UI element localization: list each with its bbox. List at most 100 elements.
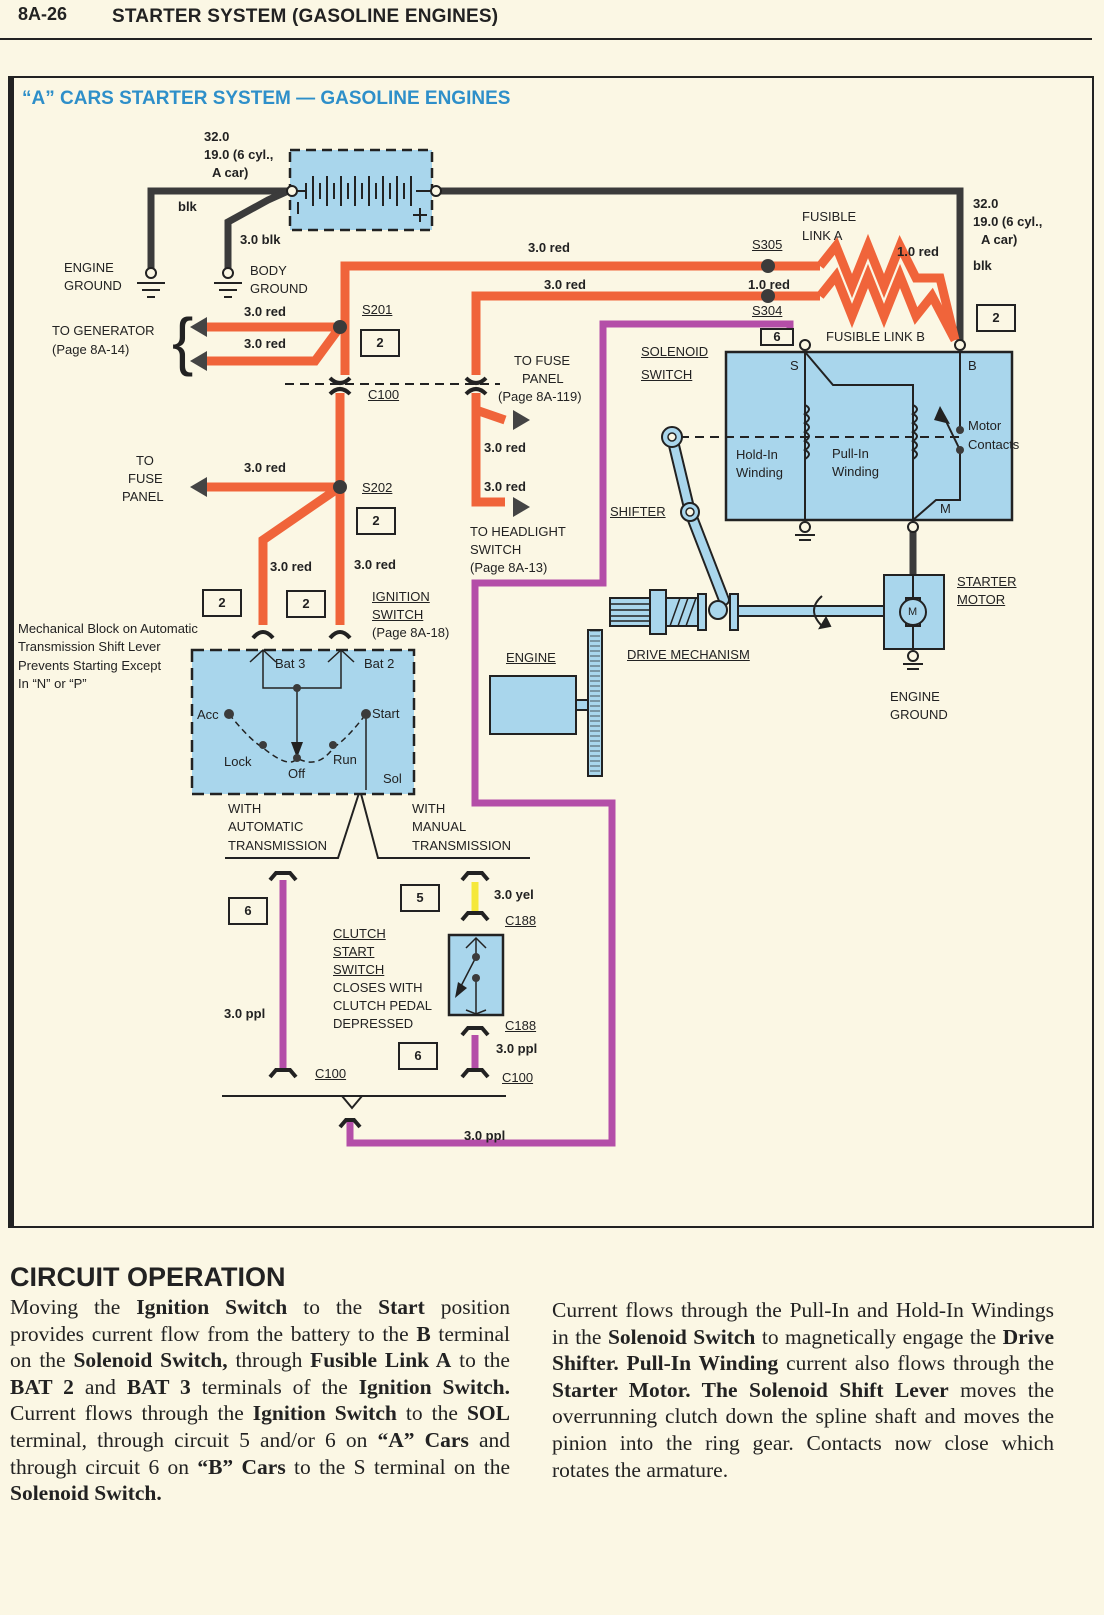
wire-label-fuse-left: 3.0 red — [244, 460, 286, 475]
circuit-box-6c: 6 — [760, 328, 794, 346]
drive-mechanism-label: DRIVE MECHANISM — [627, 647, 750, 662]
terminal-b: B — [968, 358, 977, 373]
splice-label-s202: S202 — [362, 480, 393, 495]
wire-label-main-red: 3.0 red — [528, 240, 570, 255]
to-generator-label-1: TO GENERATOR — [52, 323, 155, 338]
to-fuse-panel-label-2: PANEL — [522, 371, 564, 386]
splice-s304 — [761, 289, 775, 303]
motor-contacts-2: Contacts — [968, 437, 1020, 452]
wire-label-ppl-main: 3.0 ppl — [464, 1128, 506, 1143]
fuse-panel-arrow — [190, 477, 207, 497]
diagram-frame — [8, 76, 1094, 1228]
auto-trans-3: TRANSMISSION — [228, 838, 327, 853]
circuit-box-5: 5 — [400, 884, 440, 912]
bold-term: Ignition Switch — [136, 1295, 288, 1319]
shifter-label: SHIFTER — [610, 504, 666, 519]
terminal-s: S — [790, 358, 799, 373]
ign-start: Start — [372, 706, 400, 721]
right-gauge-1: 32.0 — [973, 196, 999, 211]
main-red-feed — [340, 261, 820, 375]
to-fuse-panel-label-1: TO FUSE — [514, 353, 571, 368]
circuit-operation-title: CIRCUIT OPERATION — [10, 1262, 286, 1292]
starter-motor-label-2: MOTOR — [957, 592, 1006, 607]
fusible-link-a-1: FUSIBLE — [802, 209, 857, 224]
circuit-operation-right-paragraph: Current flows through the Pull-In and Ho… — [552, 1298, 1055, 1482]
mech-block-note-1: Mechanical Block on Automatic — [18, 621, 198, 636]
purple-wires — [279, 320, 794, 1147]
body-ground-label-1: BODY — [250, 263, 287, 278]
solenoid-label-1: SOLENOID — [641, 344, 709, 359]
mech-block-note-3: Prevents Starting Except — [18, 658, 162, 673]
battery-gauge-2: 19.0 (6 cyl., — [204, 147, 274, 162]
right-blk: blk — [973, 258, 992, 273]
bold-term: “A” Cars — [377, 1427, 469, 1452]
ign-off: Off — [288, 766, 306, 781]
bold-term: Solenoid Switch. — [10, 1481, 162, 1506]
ignition-switch-label-3: (Page 8A-18) — [372, 625, 450, 640]
hold-in-2: Winding — [736, 465, 783, 480]
ignition-switch-label-2: SWITCH — [372, 607, 424, 622]
clutch-label-2: START — [333, 944, 375, 959]
pull-in-2: Winding — [832, 464, 879, 479]
bold-term: B — [416, 1321, 431, 1346]
auto-trans-1: WITH — [228, 801, 262, 816]
splice-label-s305: S305 — [752, 237, 783, 252]
connector-icons — [251, 376, 488, 640]
to-fuse-panel-label-3: (Page 8A-119) — [498, 389, 582, 404]
motor-contacts-1: Motor — [968, 418, 1002, 433]
page-title: STARTER SYSTEM (GASOLINE ENGINES) — [112, 6, 499, 27]
splice-s305 — [761, 259, 775, 273]
fusible-link-a — [816, 233, 960, 342]
bold-term: BAT 2 — [10, 1374, 74, 1399]
solenoid-switch-body — [680, 339, 1014, 541]
pull-in-1: Pull-In — [832, 446, 869, 461]
headlight-label-2: SWITCH — [470, 542, 522, 557]
circuit-box-6b: 6 — [398, 1042, 438, 1070]
manual-trans-3: TRANSMISSION — [412, 838, 511, 853]
bold-term: SOL — [466, 1401, 510, 1426]
engine-ground-label-2: GROUND — [64, 278, 122, 293]
ign-lock: Lock — [224, 754, 252, 769]
bold-term: “B” Cars — [197, 1454, 286, 1479]
wire-label-link-b: 1.0 red — [748, 277, 790, 292]
ignition-switch-body — [190, 648, 416, 796]
circuit-box-2a: 2 — [360, 329, 400, 357]
lower-connectors — [268, 871, 490, 1129]
starter-ground-2: GROUND — [890, 707, 948, 722]
body-ground-label-2: GROUND — [250, 281, 308, 296]
headlight-label-1: TO HEADLIGHT — [470, 524, 566, 539]
engine-label: ENGINE — [506, 650, 556, 665]
connector-label-c100-left: C100 — [315, 1066, 347, 1081]
starter-motor-label-1: STARTER — [957, 574, 1017, 589]
battery — [286, 148, 442, 232]
bold-term: Solenoid Switch — [607, 1324, 756, 1349]
fuse-119-wire — [474, 405, 507, 425]
red-wires — [205, 233, 960, 625]
engine-ground-cable — [147, 187, 288, 268]
arrowheads — [190, 317, 530, 517]
wire-label-body-blk: 3.0 blk — [240, 232, 281, 247]
right-gauge-2: 19.0 (6 cyl., — [973, 214, 1043, 229]
ign-acc: Acc — [197, 707, 219, 722]
fuse-panel-left-1: TO — [136, 453, 154, 468]
wire-label-bat2: 3.0 red — [354, 557, 396, 572]
splice-s202 — [333, 480, 347, 494]
circuit-box-6a: 6 — [228, 897, 268, 925]
engine-ground-icon — [137, 267, 165, 298]
ign-run: Run — [333, 752, 357, 767]
circuit-box-2e: 2 — [976, 304, 1016, 332]
clutch-label-6: DEPRESSED — [333, 1016, 414, 1031]
bold-term: Ignition Switch — [252, 1401, 397, 1426]
transmission-lines — [222, 789, 530, 1110]
battery-gauge-1: 32.0 — [204, 129, 230, 144]
fuse-panel-left-3: PANEL — [122, 489, 164, 504]
connector-label-c100-top: C100 — [368, 387, 400, 402]
body-ground-icon — [214, 267, 242, 298]
generator-arrow-2 — [190, 351, 207, 371]
hold-in-1: Hold-In — [736, 447, 778, 462]
motor-symbol: M — [908, 606, 918, 618]
splice-label-s201: S201 — [362, 302, 393, 317]
to-generator-label-2: (Page 8A-14) — [52, 342, 130, 357]
generator-arrow-1 — [190, 317, 207, 337]
